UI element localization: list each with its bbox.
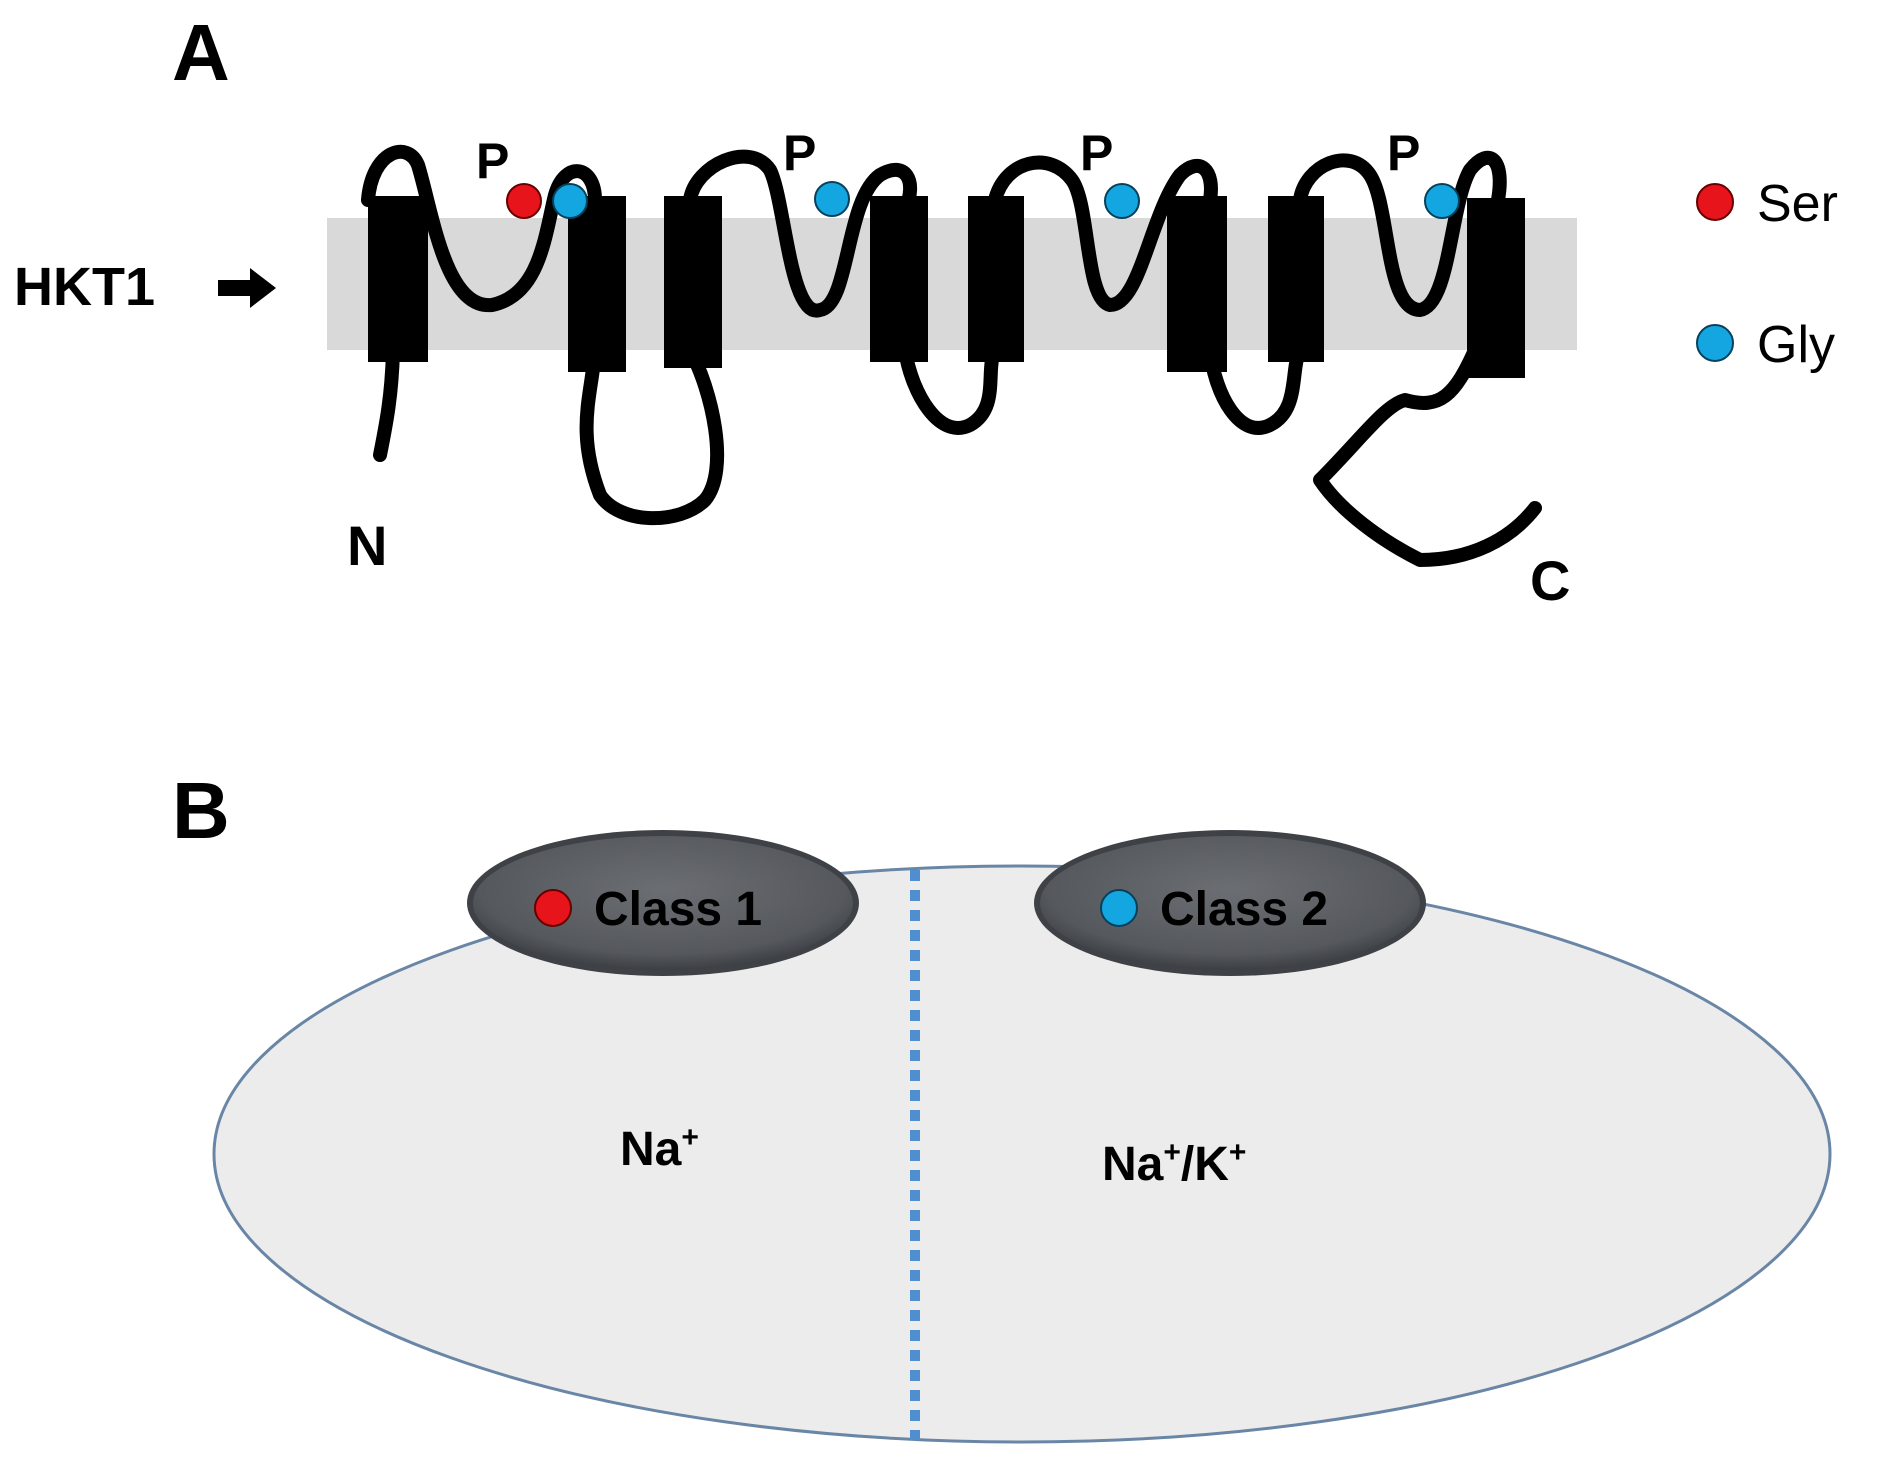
class-1-label: Class 1 [594,883,762,936]
membrane-band [327,218,1577,350]
class-2-gly-dot [1100,889,1138,927]
panel-a-letter: A [172,8,230,97]
class-1-ion-label: Na+ [620,1121,699,1176]
hkt1-label: HKT1 [14,257,155,317]
tm-helix-8 [1467,198,1525,378]
legend-gly-label: Gly [1757,316,1835,374]
c-tail [1313,343,1542,567]
gly-residue-dot-2 [814,181,850,217]
p-label-2: P [783,125,816,181]
p-label-3: P [1080,125,1113,181]
class-2-label: Class 2 [1160,883,1328,936]
n-tail [373,343,400,462]
tm-helix-7 [1268,196,1324,362]
panel-b-letter: B [172,766,230,855]
gly-residue-dot-1 [552,183,588,219]
tm-helix-4 [870,196,928,362]
n-terminus-label: N [347,514,387,577]
intracellular-loop-1 [579,343,724,526]
c-terminus-label: C [1530,549,1570,612]
p-label-4: P [1387,125,1420,181]
p-loop-1 [361,144,602,313]
gly-residue-dot-4 [1424,183,1460,219]
class-2-ion-label: Na+/K+ [1102,1136,1246,1191]
legend-gly-dot [1696,324,1734,362]
gly-residue-dot-3 [1104,183,1140,219]
p-label-1: P [476,133,509,189]
p-loop-2 [683,149,918,318]
legend-ser-dot [1696,183,1734,221]
class-2-badge: Class 2 [1034,830,1426,976]
ser-residue-dot [506,183,542,219]
protein-chain [361,144,1542,567]
intracellular-loop-2 [898,343,1002,435]
legend: Ser Gly [1696,175,1838,374]
tm-helix-3 [664,196,722,368]
class-1-ser-dot [534,889,572,927]
cell-ellipse [212,864,1832,1444]
class-1-badge: Class 1 [467,830,859,976]
p-loop-3 [988,155,1218,312]
panel-b: B Class 1 Class 2 Na+ Na+/K+ [172,766,1832,1444]
tm-helix-5 [968,196,1024,362]
legend-ser-label: Ser [1757,175,1838,233]
intracellular-loop-3 [1203,343,1307,435]
p-loop-4 [1293,150,1507,317]
arrow-right-icon [218,268,276,308]
tm-helix-6 [1167,196,1227,372]
panel-a: A HKT1 [14,8,1838,612]
tm-helix-1 [368,196,428,362]
transmembrane-helices [368,196,1525,378]
tm-helix-2 [568,196,626,372]
